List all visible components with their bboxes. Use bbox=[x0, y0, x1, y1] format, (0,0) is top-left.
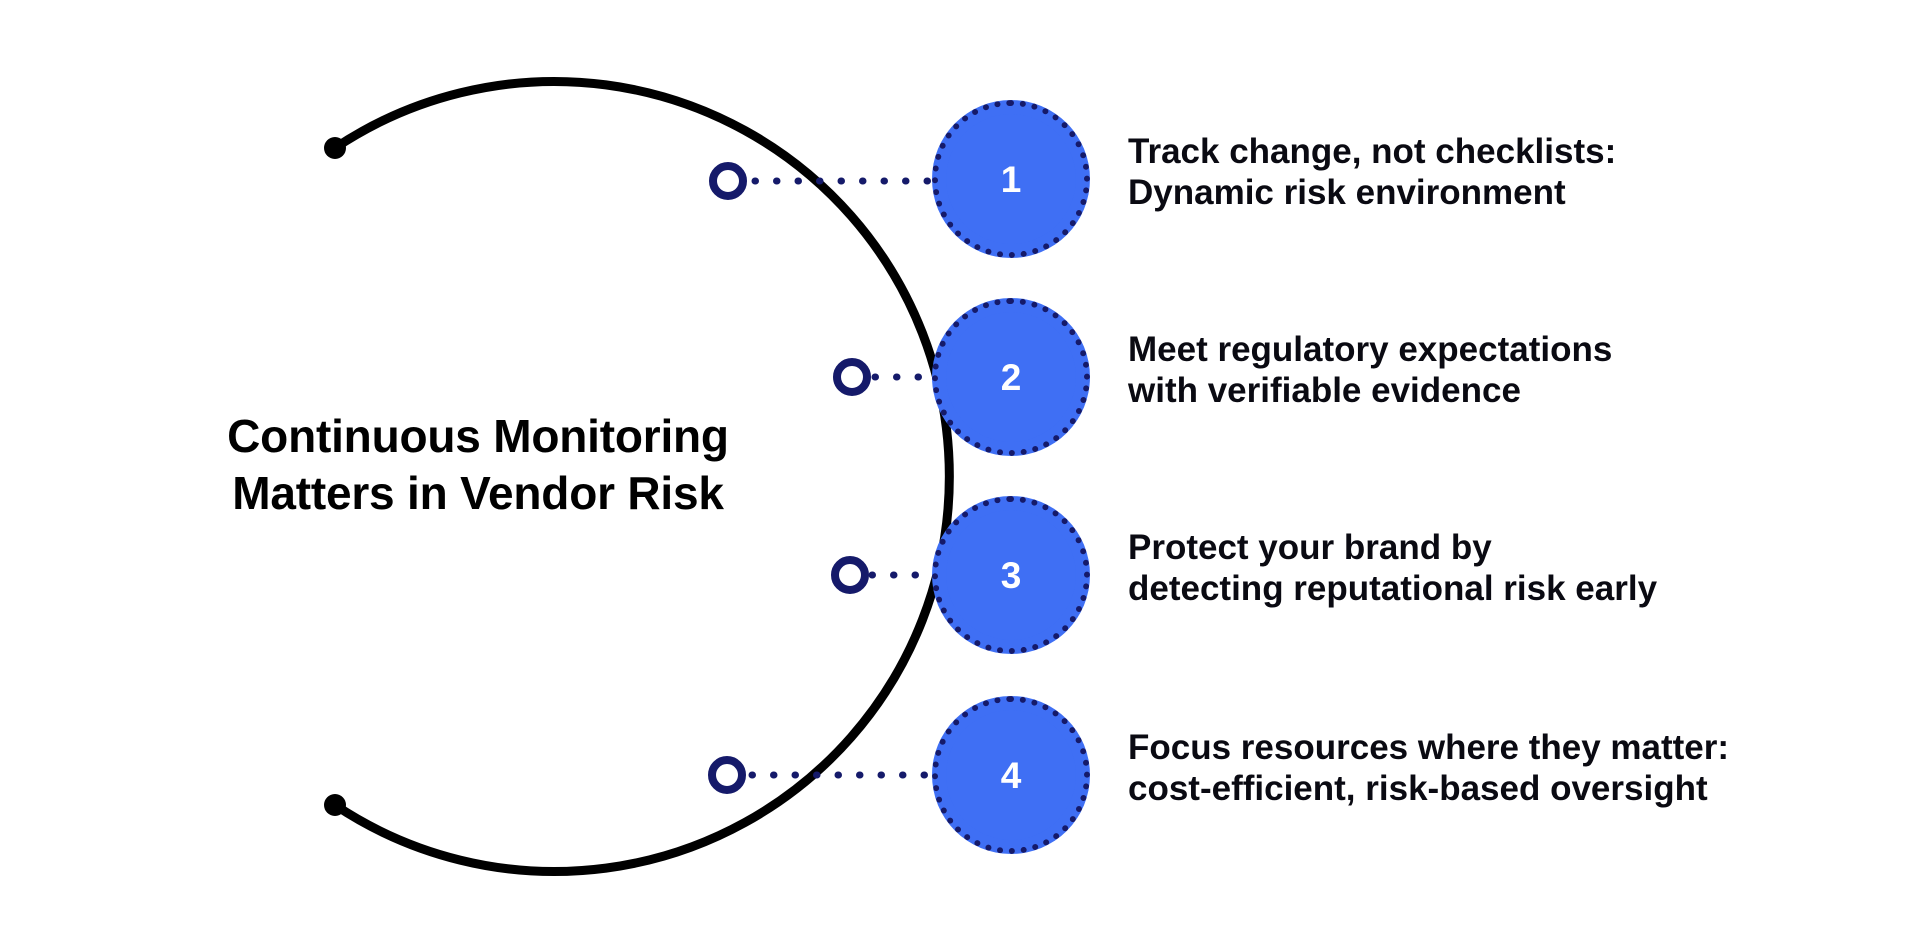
step-badge-3-number: 3 bbox=[1000, 554, 1022, 596]
arc-end-cap-dot bbox=[324, 794, 346, 816]
step-badge-2-fill: 2 bbox=[946, 312, 1076, 442]
step-text-2: Meet regulatory expectations with verifi… bbox=[1128, 330, 1613, 410]
step-badge-1-fill: 1 bbox=[946, 114, 1076, 244]
step-badge-3-fill: 3 bbox=[946, 510, 1076, 640]
step-badge-2[interactable]: 2 bbox=[932, 298, 1090, 456]
page-title: Continuous Monitoring Matters in Vendor … bbox=[227, 410, 729, 520]
step-badge-4-number: 4 bbox=[1000, 754, 1022, 796]
arc-start-cap-dot bbox=[324, 137, 346, 159]
arc-node-3[interactable] bbox=[831, 556, 869, 594]
step-text-3: Protect your brand by detecting reputati… bbox=[1128, 528, 1658, 608]
arc-node-2[interactable] bbox=[833, 358, 871, 396]
step-text-1: Track change, not checklists: Dynamic ri… bbox=[1128, 132, 1617, 212]
arc-node-4[interactable] bbox=[708, 756, 746, 794]
arc-path bbox=[330, 77, 954, 876]
step-badge-2-number: 2 bbox=[1000, 356, 1022, 398]
step-badge-4[interactable]: 4 bbox=[932, 696, 1090, 854]
step-badge-3[interactable]: 3 bbox=[932, 496, 1090, 654]
step-badge-1[interactable]: 1 bbox=[932, 100, 1090, 258]
arc-node-1[interactable] bbox=[709, 162, 747, 200]
step-text-4: Focus resources where they matter: cost-… bbox=[1128, 728, 1730, 808]
step-badge-4-fill: 4 bbox=[946, 710, 1076, 840]
step-badge-1-number: 1 bbox=[1000, 158, 1022, 200]
